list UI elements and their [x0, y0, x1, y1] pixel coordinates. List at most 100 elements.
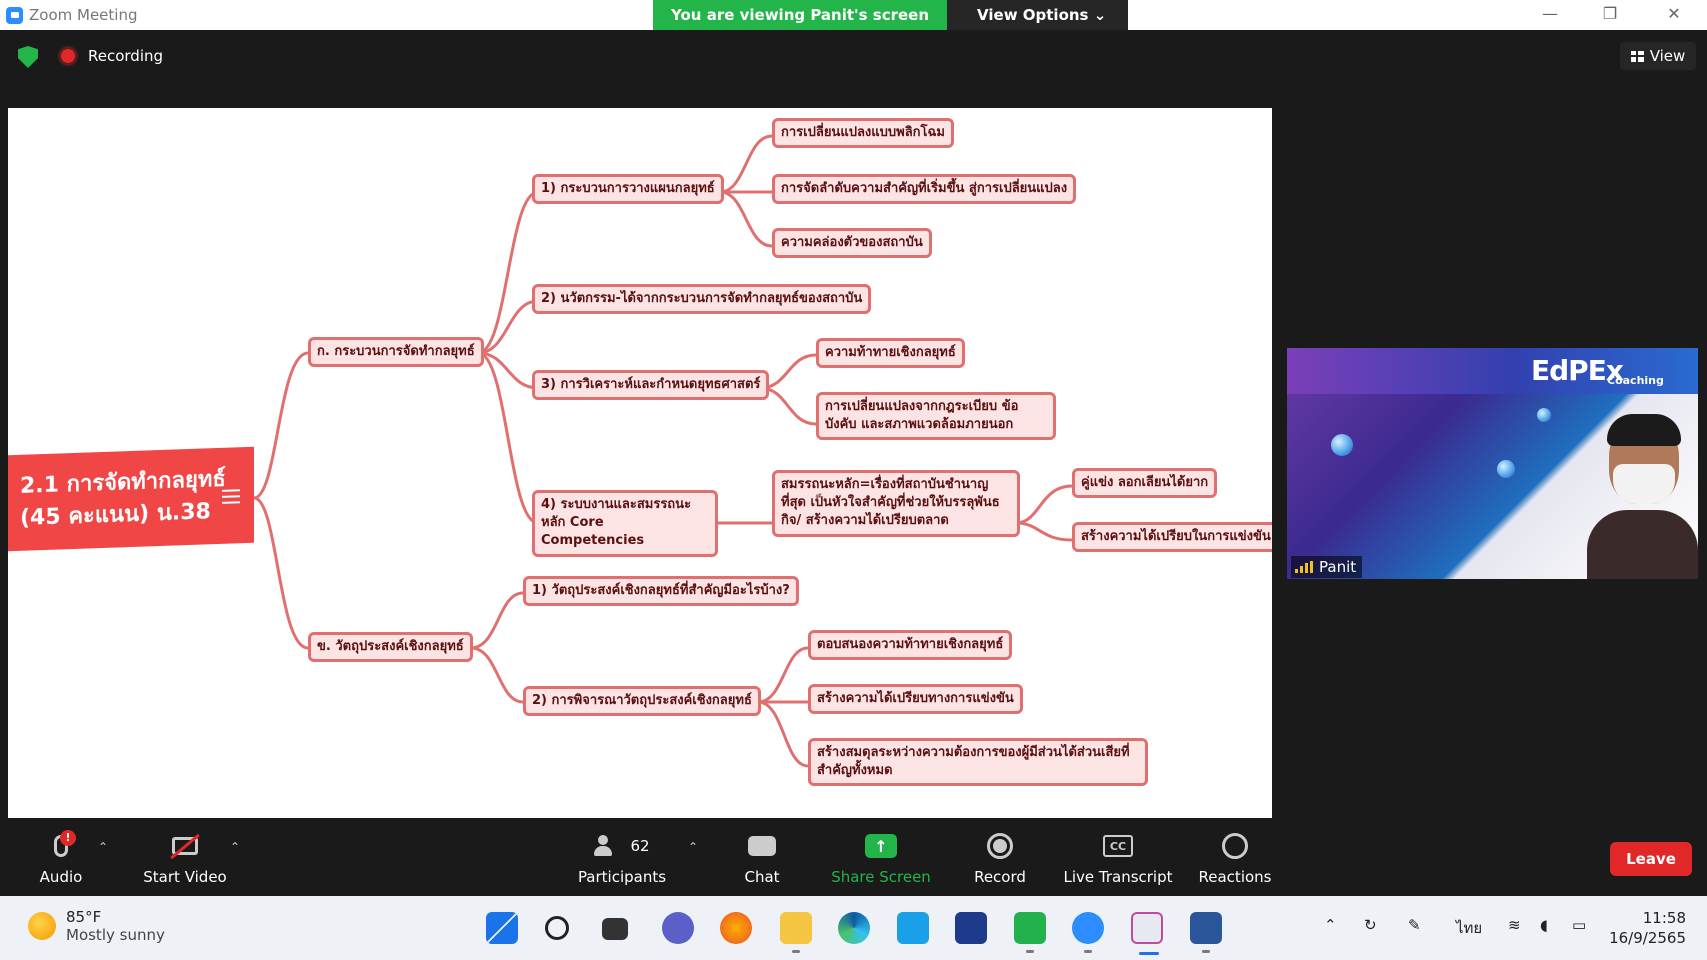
share-screen-label: Share Screen — [831, 868, 931, 886]
viewing-banner-text: You are viewing Panit's screen — [653, 0, 948, 30]
system-clock[interactable]: 11:58 16/9/2565 — [1598, 908, 1686, 949]
participants-icon — [594, 835, 622, 857]
node-a4: 4) ระบบงานและสมรรถนะหลัก Core Competenci… — [532, 490, 718, 557]
participant-name-tag: Panit — [1291, 556, 1363, 578]
slide-header-banner — [1287, 348, 1698, 394]
mindmap-root-node: 2.1 การจัดทำกลยุทธ์ (45 คะแนน) น.38 — [8, 446, 254, 552]
app-title: Zoom Meeting — [6, 6, 138, 24]
restore-button[interactable]: ❐ — [1602, 4, 1618, 23]
node-a3-child-1: ความท้าทายเชิงกลยุทธ์ — [816, 338, 965, 369]
coaching-logo-text: Coaching — [1607, 374, 1664, 387]
chat-label: Chat — [744, 868, 780, 886]
record-button[interactable]: Record — [945, 830, 1055, 886]
live-transcript-label: Live Transcript — [1063, 868, 1173, 886]
battery-icon[interactable]: ▭ — [1572, 916, 1587, 934]
recording-dot-icon — [61, 49, 75, 63]
participants-label: Participants — [577, 868, 667, 886]
audio-label: Audio — [39, 868, 83, 886]
weather-widget[interactable]: 85°F Mostly sunny — [28, 908, 165, 944]
snipping-tool-icon[interactable] — [1131, 912, 1163, 955]
task-view-icon[interactable] — [602, 918, 628, 940]
pen-icon[interactable]: ✎ — [1408, 916, 1421, 934]
clock-time: 11:58 — [1642, 909, 1686, 927]
wifi-icon[interactable]: ≋ — [1508, 916, 1521, 934]
sync-icon[interactable]: ↻ — [1364, 916, 1377, 934]
node-a4-grandchild-1: คู่แข่ง ลอกเลียนได้ยาก — [1072, 468, 1218, 499]
participants-count: 62 — [630, 837, 650, 855]
node-a1-child-3: ความคล่องตัวของสถาบัน — [772, 228, 932, 259]
close-button[interactable]: ✕ — [1667, 4, 1681, 23]
minimize-button[interactable]: — — [1542, 4, 1558, 23]
line-chat-icon[interactable] — [1014, 912, 1046, 953]
edge-browser-icon[interactable] — [838, 912, 870, 944]
node-b1: 1) วัตถุประสงค์เชิงกลยุทธ์ที่สำคัญมีอะไร… — [523, 576, 799, 607]
word-icon[interactable] — [1190, 912, 1222, 953]
orb-decoration — [1331, 434, 1353, 456]
chat-button[interactable]: Chat — [707, 830, 817, 886]
meeting-topbar — [0, 30, 1707, 108]
leave-button[interactable]: Leave — [1610, 842, 1692, 876]
firefox-icon[interactable] — [720, 912, 752, 944]
language-indicator[interactable]: ไทย — [1456, 919, 1483, 937]
chat-bubble-icon — [748, 836, 776, 856]
node-branch-a: ก. กระบวนการจัดทำกลยุทธ์ — [308, 337, 484, 368]
smiley-plus-icon — [1222, 833, 1248, 859]
root-line-2: (45 คะแนน) น.38 — [20, 499, 211, 531]
windows-start-icon[interactable] — [486, 912, 518, 944]
record-label: Record — [974, 868, 1026, 886]
start-video-label: Start Video — [143, 868, 227, 886]
orb-decoration — [1497, 460, 1515, 478]
live-transcript-button[interactable]: CC Live Transcript — [1056, 830, 1180, 886]
reactions-label: Reactions — [1198, 868, 1272, 886]
zoom-taskbar-icon[interactable] — [1072, 912, 1104, 953]
participants-button[interactable]: 62 Participants — [567, 830, 677, 886]
participants-options-caret[interactable]: ⌃ — [688, 840, 699, 854]
closed-caption-icon: CC — [1103, 835, 1133, 857]
participant-video-tile[interactable]: EdPEx Coaching Panit — [1287, 348, 1698, 579]
viewing-banner: You are viewing Panit's screen View Opti… — [653, 0, 1129, 30]
shared-screen: 2.1 การจัดทำกลยุทธ์ (45 คะแนน) น.38 ก. ก… — [8, 108, 1272, 818]
node-a1-child-2: การจัดลำดับความสำคัญที่เริ่มขึ้น สู่การเ… — [772, 174, 1077, 205]
volume-icon[interactable]: ◖ — [1540, 916, 1548, 934]
meeting-toolbar: Audio ! ⌃ Start Video ⌃ 62 Participants … — [0, 818, 1707, 896]
recording-label[interactable]: Recording — [88, 47, 164, 65]
record-icon — [987, 833, 1013, 859]
alert-icon: ! — [60, 830, 76, 846]
teams-chat-icon[interactable] — [662, 912, 694, 944]
node-a1-child-1: การเปลี่ยนแปลงแบบพลิกโฉม — [772, 118, 954, 149]
shield-icon[interactable] — [18, 46, 38, 68]
node-a1: 1) กระบวนการวางแผนกลยุทธ์ — [532, 174, 724, 205]
node-a2: 2) นวัตกรรม-ได้จากกระบวนการจัดทำกลยุทธ์ข… — [532, 284, 872, 315]
app-title-text: Zoom Meeting — [29, 6, 138, 24]
orb-decoration — [1537, 408, 1551, 422]
video-options-caret[interactable]: ⌃ — [230, 840, 241, 854]
chevron-down-icon: ⌄ — [1093, 6, 1107, 24]
node-a3: 3) การวิเคราะห์และกำหนดยุทธศาสตร์ — [532, 370, 770, 401]
node-b2-child-3: สร้างสมดุลระหว่างความต้องการของผู้มีส่วน… — [808, 738, 1148, 787]
zoom-logo-icon — [6, 6, 23, 24]
node-branch-b: ข. วัตถุประสงค์เชิงกลยุทธ์ — [308, 632, 473, 663]
share-screen-button[interactable]: ↑ Share Screen — [826, 830, 936, 886]
view-button[interactable]: View — [1620, 42, 1696, 70]
line-app-icon[interactable] — [897, 912, 929, 944]
share-screen-icon: ↑ — [865, 834, 897, 858]
participant-avatar — [1587, 414, 1698, 579]
menu-icon — [222, 489, 240, 504]
grid-icon — [1630, 50, 1644, 62]
start-video-button[interactable]: Start Video — [130, 830, 240, 886]
participant-name: Panit — [1319, 558, 1357, 576]
show-hidden-icons-caret[interactable]: ⌃ — [1324, 916, 1337, 934]
window-titlebar: Zoom Meeting You are viewing Panit's scr… — [0, 0, 1707, 30]
windows-taskbar: 85°F Mostly sunny ⌃ ↻ ✎ ไทย ≋ ◖ ▭ 11:58 … — [0, 896, 1707, 960]
view-options-button[interactable]: View Options ⌄ — [947, 0, 1129, 30]
microsoft-store-icon[interactable] — [955, 912, 987, 944]
file-explorer-icon[interactable] — [780, 912, 812, 953]
reactions-button[interactable]: Reactions — [1180, 830, 1290, 886]
audio-options-caret[interactable]: ⌃ — [98, 840, 109, 854]
node-b2-child-2: สร้างความได้เปรียบทางการแข่งขัน — [808, 684, 1023, 715]
search-icon[interactable] — [545, 916, 569, 940]
weather-temperature: 85°F — [66, 908, 102, 926]
node-a4-grandchild-2: สร้างความได้เปรียบในการแข่งขัน — [1072, 522, 1272, 553]
node-b2: 2) การพิจารณาวัตถุประสงค์เชิงกลยุทธ์ — [523, 686, 761, 717]
node-b2-child-1: ตอบสนองความท้าทายเชิงกลยุทธ์ — [808, 630, 1013, 661]
